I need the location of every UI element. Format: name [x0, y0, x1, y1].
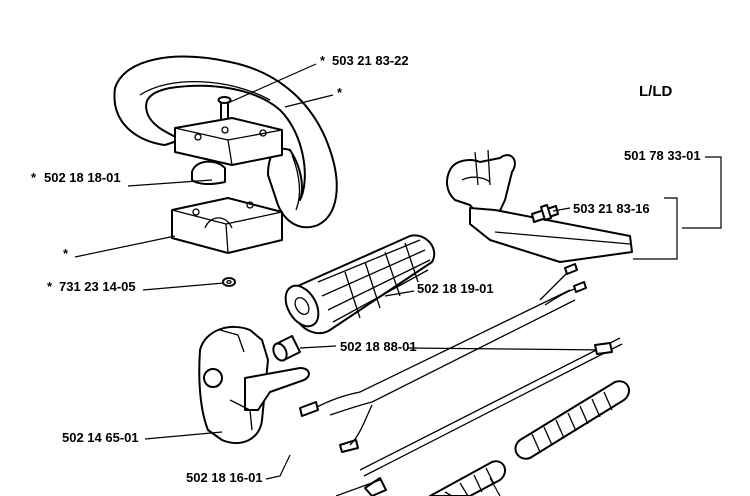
callout-spacer: 502 18 88-01	[340, 339, 417, 354]
callout-bracket-screw: 503 21 83-16	[573, 201, 650, 216]
callout-prefix-upper-clamp: *	[31, 170, 37, 185]
throttle-housing[interactable]	[198, 325, 310, 445]
callout-lower-clamp: *	[63, 246, 69, 261]
spacer[interactable]	[271, 335, 301, 363]
cable[interactable]	[299, 263, 623, 496]
callout-upper-clamp: 502 18 18-01	[44, 170, 121, 185]
cable-sleeve-right[interactable]	[514, 380, 630, 460]
bracket-screw[interactable]	[531, 204, 559, 223]
washer[interactable]	[222, 277, 236, 287]
callout-bracket: 501 78 33-01	[624, 148, 701, 163]
callout-prefix-washer: *	[47, 279, 53, 294]
callout-handle-loop: *	[337, 85, 343, 100]
model-label: L/LD	[639, 83, 672, 100]
callout-prefix-handle-bolt: *	[320, 53, 326, 68]
callout-cable: 502 18 16-01	[186, 470, 263, 485]
cable-sleeve-left[interactable]	[429, 460, 507, 496]
callout-handle-bolt: 503 21 83-22	[332, 53, 409, 68]
lower-clamp[interactable]	[171, 197, 283, 254]
upper-clamp[interactable]	[174, 117, 283, 186]
callout-grip: 502 18 19-01	[417, 281, 494, 296]
loop-handle[interactable]	[113, 55, 338, 229]
bracket[interactable]	[446, 149, 633, 263]
grip[interactable]	[279, 234, 436, 335]
callout-washer: 731 23 14-05	[59, 279, 136, 294]
leader-lines	[74, 63, 722, 496]
callout-throttle-housing: 502 14 65-01	[62, 430, 139, 445]
